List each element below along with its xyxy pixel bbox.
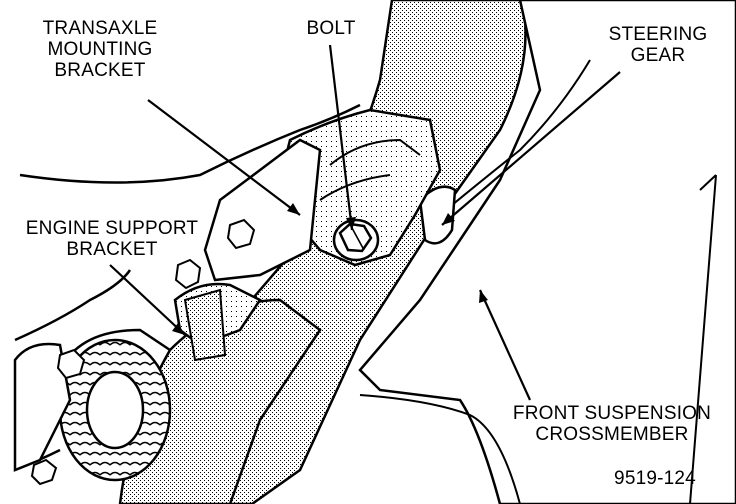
crossmember-flange (689, 174, 717, 504)
fastener-nut-3 (56, 348, 86, 380)
engine-block-outline (19, 103, 361, 184)
leader-lines (109, 44, 621, 401)
label-line: GEAR (630, 45, 686, 66)
steering-gear-collar (418, 185, 457, 245)
leader-steering (441, 71, 621, 226)
leader-engine (109, 264, 186, 336)
label-line: FRONT SUSPENSION (512, 403, 712, 424)
engine-front-cover (13, 342, 72, 472)
label-line: STEERING (608, 24, 708, 45)
label-transaxle-mounting-bracket: TRANSAXLE MOUNTING BRACKET (26, 18, 174, 81)
label-line: BRACKET (54, 60, 146, 81)
transaxle-bracket-rib (319, 138, 421, 201)
fastener-nut-4 (30, 458, 58, 486)
figure-number: 9519-124 (614, 468, 696, 489)
label-front-suspension-crossmember: FRONT SUSPENSION CROSSMEMBER (500, 403, 724, 445)
label-line: CROSSMEMBER (535, 424, 689, 445)
label-line: ENGINE SUPPORT (25, 218, 199, 239)
fastener-nut-1 (174, 258, 202, 290)
label-line: BOLT (306, 18, 356, 39)
bolt (332, 218, 380, 262)
label-line: MOUNTING (47, 39, 153, 60)
leader-bolt (328, 44, 354, 231)
crossmember-edge (439, 59, 591, 216)
label-line: TRANSAXLE (42, 18, 158, 39)
engine-support-bracket-front (183, 288, 227, 362)
label-bolt: BOLT (296, 18, 366, 39)
label-engine-support-bracket: ENGINE SUPPORT BRACKET (14, 218, 210, 260)
pulley-hub (85, 370, 145, 450)
label-line: BRACKET (66, 239, 158, 260)
fastener-nut-2 (226, 218, 256, 250)
label-steering-gear: STEERING GEAR (598, 24, 718, 66)
crossmember-lower-edge (359, 394, 521, 504)
leader-crossmember (478, 289, 532, 401)
leader-transaxle (147, 99, 301, 216)
